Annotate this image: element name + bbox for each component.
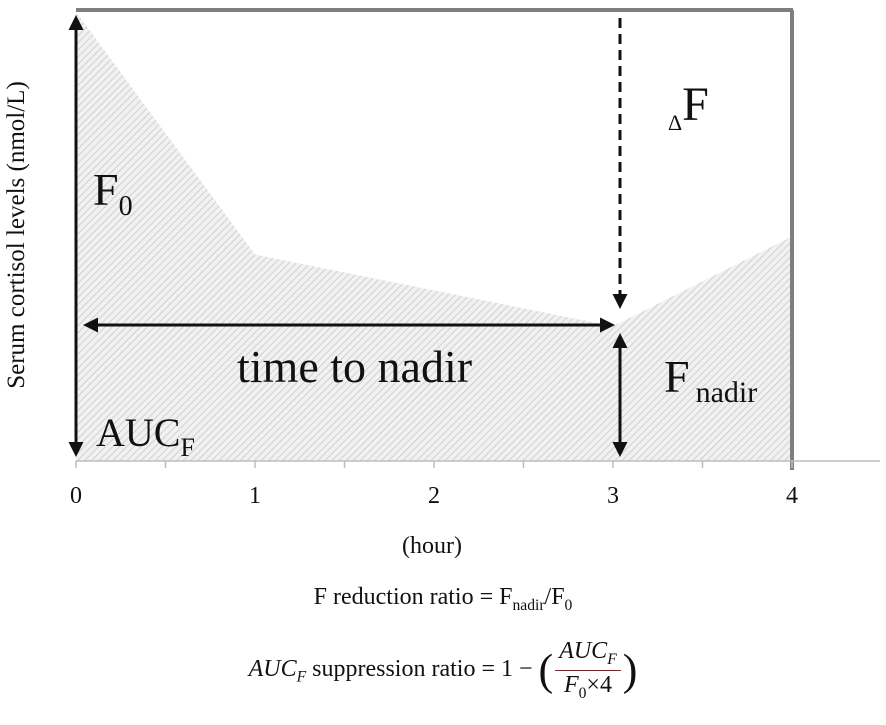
x-tick-label: 0 xyxy=(70,483,82,509)
x-tick-label: 1 xyxy=(249,483,261,509)
x-tick-label: 3 xyxy=(607,483,619,509)
x-axis-label: (hour) xyxy=(402,533,462,559)
y-axis-label: Serum cortisol levels (nmol/L) xyxy=(3,81,30,389)
x-tick-label: 4 xyxy=(786,483,798,509)
x-axis-ticks: 0 1 2 3 4 xyxy=(70,461,798,509)
f0-label: F0 xyxy=(93,164,133,222)
auc-label: AUCF xyxy=(96,410,195,462)
f-reduction-equation: F reduction ratio = Fnadir/F0 xyxy=(313,584,573,614)
delta-f-label: ΔF xyxy=(668,78,709,135)
time-to-nadir-label: time to nadir xyxy=(237,341,472,392)
x-tick-label: 2 xyxy=(428,483,440,509)
